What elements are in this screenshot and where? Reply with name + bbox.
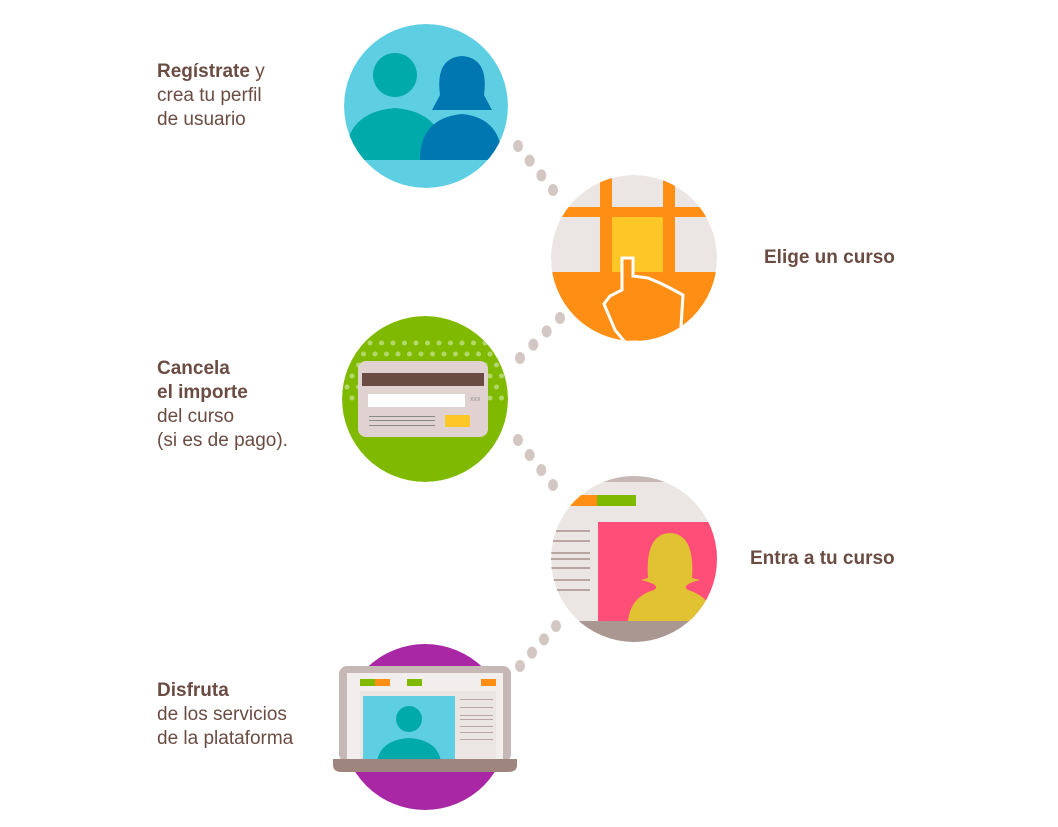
- pattern-dot: [418, 351, 424, 357]
- pattern-dot: [384, 351, 389, 357]
- pattern-dot: [476, 351, 481, 357]
- pattern-dot: [494, 384, 499, 390]
- pattern-dot: [395, 351, 401, 357]
- step-3-line: (si es de pago).: [157, 430, 288, 451]
- pattern-dot: [487, 395, 493, 401]
- pattern-dot: [372, 351, 378, 357]
- connector-dot: [513, 434, 523, 446]
- step-5-line: de los servicios: [157, 704, 287, 725]
- pattern-dot: [499, 351, 504, 357]
- step-4-title: Entra a tu curso: [750, 548, 895, 569]
- credit-card-icon: xxx: [342, 316, 508, 482]
- pattern-dot: [367, 340, 373, 346]
- step-3-title: el importe: [157, 382, 248, 403]
- pattern-dot: [471, 340, 476, 346]
- connector-dot: [528, 338, 539, 351]
- step-3-line: del curso: [157, 406, 235, 427]
- connector-dot: [536, 464, 547, 476]
- pattern-dot: [499, 373, 504, 379]
- connector-dot: [541, 325, 552, 338]
- users-icon: [344, 24, 508, 188]
- step-5-title: Disfruta: [157, 680, 229, 701]
- pattern-dot: [390, 340, 396, 346]
- pattern-dot: [499, 395, 504, 401]
- connector-dot: [551, 620, 561, 632]
- pattern-dot: [494, 362, 499, 368]
- connector-dot: [513, 140, 523, 152]
- course-grid-pointer-icon: [551, 175, 717, 341]
- pattern-dot: [361, 351, 366, 357]
- step-1-text: Regístrate y crea tu perfil de usuario: [157, 60, 265, 132]
- pattern-dot: [430, 351, 435, 357]
- pattern-dot: [448, 340, 453, 346]
- pattern-dot: [482, 340, 488, 346]
- step-5-text: Disfruta de los servicios de la platafor…: [157, 679, 293, 751]
- connector-dots: [513, 140, 565, 672]
- connector-dot: [555, 312, 565, 324]
- pattern-dot: [413, 340, 419, 346]
- pattern-dot: [494, 340, 499, 346]
- step-1-title: Regístrate: [157, 61, 250, 82]
- pattern-dot: [402, 340, 407, 346]
- step-3-text: Cancela el importe del curso (si es de p…: [157, 357, 288, 453]
- card-code: xxx: [470, 396, 481, 403]
- pattern-dot: [349, 351, 355, 357]
- pattern-dot: [487, 373, 493, 379]
- step-2-title: Elige un curso: [764, 247, 895, 268]
- step-5-line: de la plataforma: [157, 728, 294, 749]
- connector-dot: [524, 449, 535, 461]
- pattern-dot: [487, 351, 493, 357]
- pattern-dot: [453, 351, 458, 357]
- pattern-dot: [425, 340, 430, 346]
- pattern-dot: [407, 351, 412, 357]
- connector-dot: [515, 660, 525, 672]
- pattern-dot: [356, 340, 361, 346]
- pattern-dot: [349, 395, 355, 401]
- connector-dot: [524, 154, 535, 167]
- step-1-line: crea tu perfil: [157, 85, 262, 106]
- step-1-title-rest: y: [249, 61, 265, 82]
- pattern-dot: [441, 351, 447, 357]
- step-4-text: Entra a tu curso: [750, 547, 895, 571]
- pattern-dot: [344, 384, 350, 390]
- pattern-dot: [344, 340, 350, 346]
- pattern-dot: [379, 340, 384, 346]
- connector-dot: [527, 646, 537, 659]
- course-page-icon: [551, 476, 717, 642]
- pattern-dot: [344, 362, 350, 368]
- step-1-line: de usuario: [157, 109, 246, 130]
- step-3-title: Cancela: [157, 358, 230, 379]
- pattern-dot: [436, 340, 442, 346]
- connector-dot: [539, 633, 549, 646]
- connector-dot: [536, 169, 547, 182]
- laptop-icon: [333, 644, 517, 810]
- pattern-dot: [349, 373, 355, 379]
- pattern-dot: [459, 340, 465, 346]
- connector-dot: [548, 479, 558, 491]
- connector-dot: [515, 352, 525, 364]
- step-2-text: Elige un curso: [764, 246, 895, 270]
- connector-dot: [548, 184, 558, 196]
- pattern-dot: [464, 351, 470, 357]
